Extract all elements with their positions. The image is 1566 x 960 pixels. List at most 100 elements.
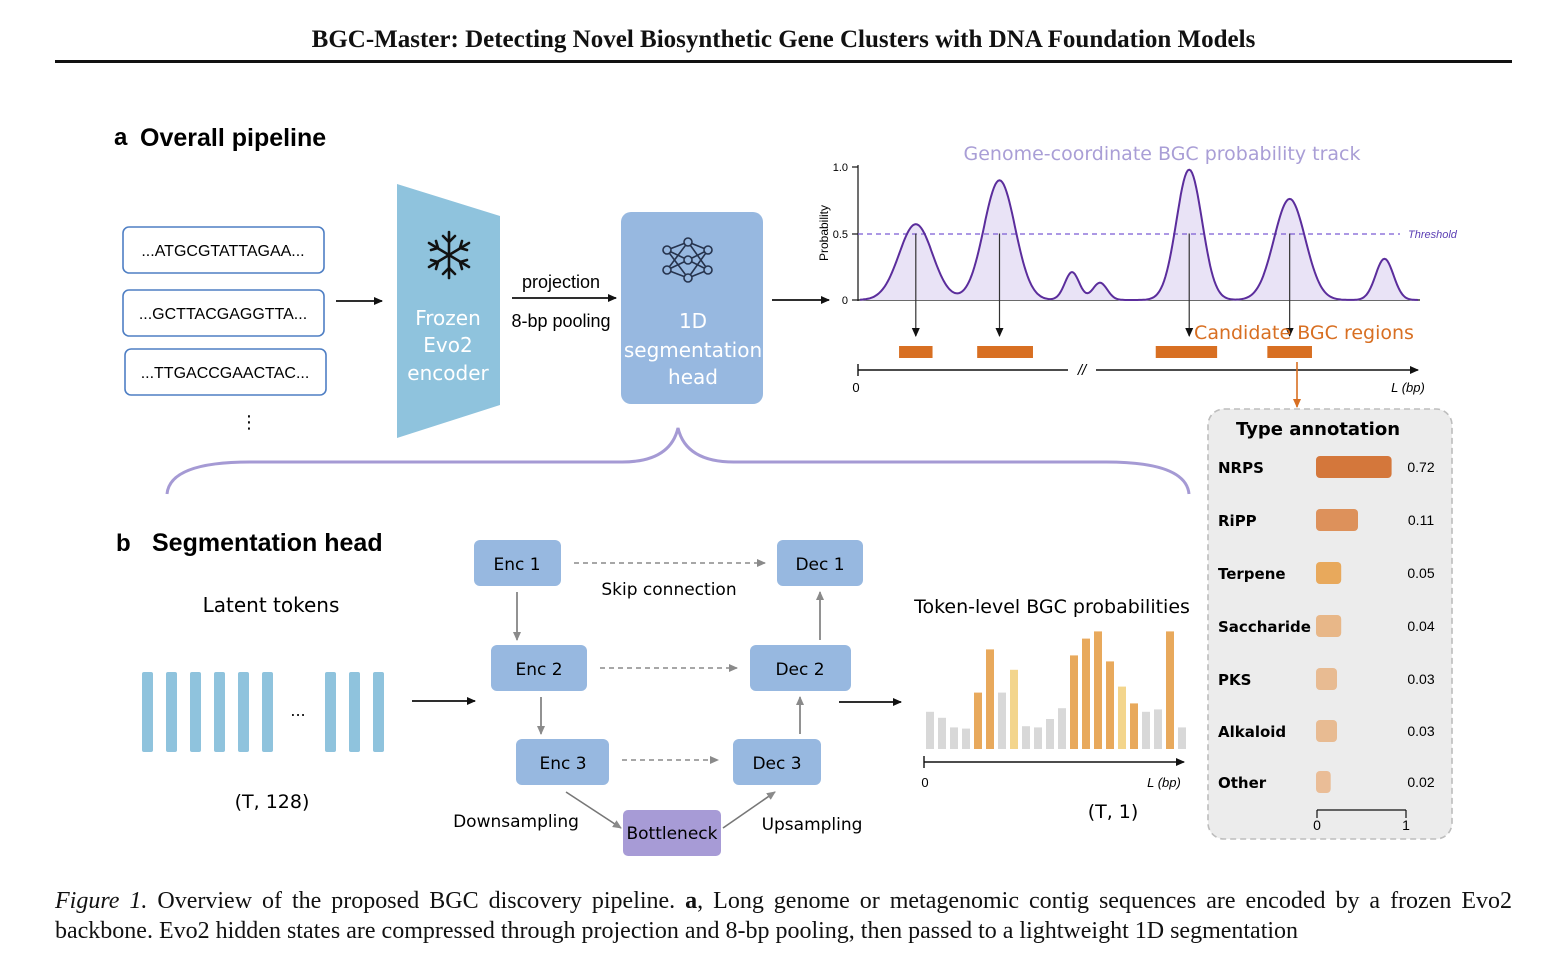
dec-1-label: Dec 1	[795, 555, 844, 575]
head-label-line-1: 1D	[679, 309, 707, 333]
y-tick-0: 0	[842, 295, 848, 307]
token-bar-16	[1106, 661, 1114, 749]
dec-2-label: Dec 2	[775, 660, 824, 680]
genome-axis	[857, 364, 1419, 376]
type-label-alkaloid: Alkaloid	[1218, 723, 1286, 741]
peak-arrows	[911, 233, 1294, 337]
type-axis-end: 1	[1402, 817, 1410, 833]
type-bar-pks	[1316, 668, 1337, 690]
bottleneck-label: Bottleneck	[626, 824, 717, 844]
neural-network-icon	[662, 237, 713, 283]
enc-3-label: Enc 3	[539, 754, 586, 774]
token-bar-3	[950, 727, 958, 749]
token-bar-17	[1118, 686, 1126, 749]
enc-2-block	[491, 645, 587, 691]
downsampling-label: Downsampling	[453, 812, 579, 832]
enc-2-label: Enc 2	[515, 660, 562, 680]
sequence-box-3: ...TTGACCGAACTAC...	[124, 348, 327, 396]
panel-b-letter: b	[116, 530, 131, 557]
type-bar-saccharide	[1316, 615, 1342, 637]
caption-text-1: Overview of the proposed BGC discovery p…	[147, 888, 686, 914]
type-value-alkaloid: 0.03	[1407, 723, 1434, 739]
candidate-region-4	[1267, 346, 1312, 358]
type-value-terpene: 0.05	[1407, 565, 1434, 581]
caption-bold-a: a	[685, 888, 698, 914]
type-value-other: 0.02	[1407, 774, 1434, 790]
candidate-regions	[899, 346, 1312, 358]
dec-1-block	[777, 540, 863, 586]
token-probability-bars	[926, 631, 1186, 749]
latent-token-5	[238, 672, 249, 752]
type-value-pks: 0.03	[1407, 671, 1434, 687]
enc-3-block	[516, 739, 609, 785]
y-tick-05: 0.5	[833, 229, 848, 241]
token-bar-19	[1142, 711, 1150, 749]
token-bar-21	[1166, 631, 1174, 749]
token-bar-12	[1058, 708, 1066, 749]
type-label-pks: PKS	[1218, 671, 1251, 689]
sequence-text-1: ...ATGCGTATTAGAA...	[141, 243, 304, 260]
token-bar-22	[1178, 727, 1186, 749]
figure-caption: Figure 1. Overview of the proposed BGC d…	[55, 886, 1512, 946]
token-bar-9	[1022, 726, 1030, 749]
type-value-ripp: 0.11	[1408, 512, 1434, 528]
head-label-line-2: segmentation	[624, 338, 762, 362]
type-label-terpene: Terpene	[1218, 565, 1286, 583]
figure-1: a Overall pipeline ...ATGCGTATTAGAA... .…	[114, 124, 1458, 856]
type-bar-terpene	[1316, 562, 1342, 584]
latent-token-bars	[142, 672, 384, 752]
token-axis-start: 0	[921, 775, 928, 790]
encoder-label-line-3: encoder	[407, 361, 489, 385]
skip-connection-label: Skip connection	[601, 580, 736, 600]
panel-a-letter: a	[114, 124, 128, 151]
candidate-region-1	[899, 346, 933, 358]
sequence-text-2: ...GCTTACGAGGTTA...	[139, 306, 307, 323]
type-bar-alkaloid	[1316, 720, 1337, 742]
token-bar-2	[938, 717, 946, 749]
token-axis	[923, 756, 1185, 768]
token-bar-6	[986, 649, 994, 749]
token-bar-13	[1070, 655, 1078, 749]
token-bar-15	[1094, 631, 1102, 749]
candidate-region-3	[1155, 346, 1218, 358]
segmentation-head-box	[621, 212, 763, 404]
threshold-label: Threshold	[1408, 229, 1458, 241]
candidate-label: Candidate BGC regions	[1194, 322, 1414, 344]
token-axis-label: L (bp)	[1147, 775, 1181, 790]
sequence-box-1: ...ATGCGTATTAGAA...	[122, 226, 325, 274]
dec-3-block	[733, 739, 821, 785]
type-label-nrps: NRPS	[1218, 459, 1264, 477]
token-bar-14	[1082, 638, 1090, 749]
latent-token-9	[373, 672, 384, 752]
y-axis-label: Probability	[817, 205, 831, 261]
token-bar-4	[962, 728, 970, 749]
zoom-brace	[165, 427, 1191, 495]
head-label-line-3: head	[668, 365, 718, 389]
sequence-text-3: ...TTGACCGAACTAC...	[141, 365, 310, 382]
latent-token-2	[166, 672, 177, 752]
upsampling-label: Upsampling	[762, 815, 863, 835]
track-y-axis	[852, 165, 859, 301]
sequence-ellipsis: ⋮	[240, 412, 258, 433]
type-value-nrps: 0.72	[1407, 459, 1434, 475]
enc-1-block	[474, 540, 561, 586]
panel-b-title: Segmentation head	[152, 529, 383, 557]
type-bar-nrps	[1316, 456, 1392, 478]
token-bar-5	[974, 692, 982, 749]
type-annotation-axis	[1316, 809, 1407, 818]
type-label-ripp: RiPP	[1218, 512, 1257, 530]
latent-token-7	[325, 672, 336, 752]
latent-token-4	[214, 672, 225, 752]
type-bar-ripp	[1316, 509, 1358, 531]
dec-3-label: Dec 3	[752, 754, 801, 774]
latent-ellipsis: ...	[290, 701, 305, 720]
token-bar-11	[1046, 719, 1054, 749]
latent-token-8	[349, 672, 360, 752]
token-bar-20	[1154, 709, 1162, 749]
encoder-label-line-1: Frozen	[415, 306, 481, 330]
caption-text-2: , Long genome or metagenomic contig sequ…	[55, 888, 1512, 944]
type-bar-other	[1316, 771, 1331, 793]
frozen-encoder-shape	[397, 184, 500, 438]
panel-a-title: Overall pipeline	[140, 124, 326, 152]
upsampling-arrow	[722, 791, 776, 829]
